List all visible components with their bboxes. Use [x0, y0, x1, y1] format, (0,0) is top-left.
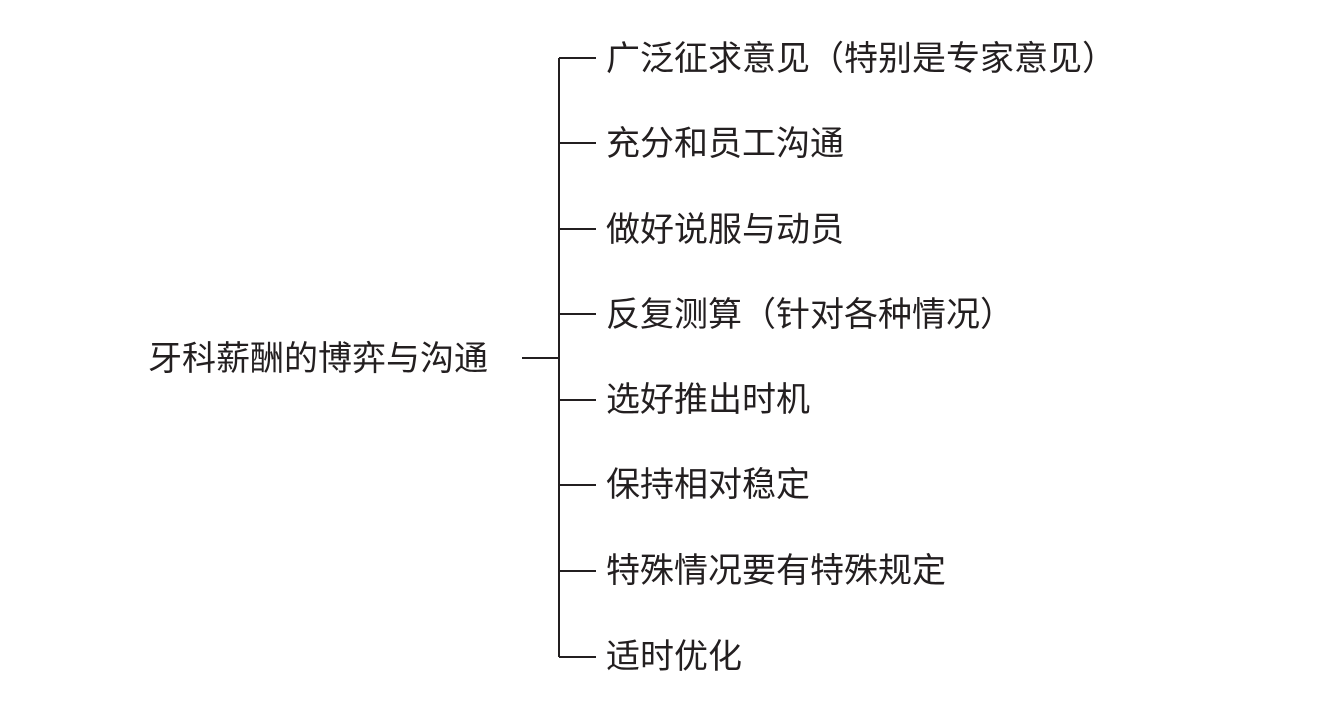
- branch-topic-5: 选好推出时机: [606, 380, 810, 420]
- branch-topic-1: 广泛征求意见（特别是专家意见）: [606, 39, 1116, 79]
- branch-topic-4: 反复测算（针对各种情况）: [606, 295, 1014, 335]
- root-topic: 牙科薪酬的博弈与沟通: [148, 339, 488, 379]
- branch-topic-7: 特殊情况要有特殊规定: [606, 551, 946, 591]
- branch-topic-8: 适时优化: [606, 637, 742, 677]
- branch-topic-2: 充分和员工沟通: [606, 124, 844, 164]
- branch-topic-6: 保持相对稳定: [606, 465, 810, 505]
- branch-topic-3: 做好说服与动员: [606, 210, 844, 250]
